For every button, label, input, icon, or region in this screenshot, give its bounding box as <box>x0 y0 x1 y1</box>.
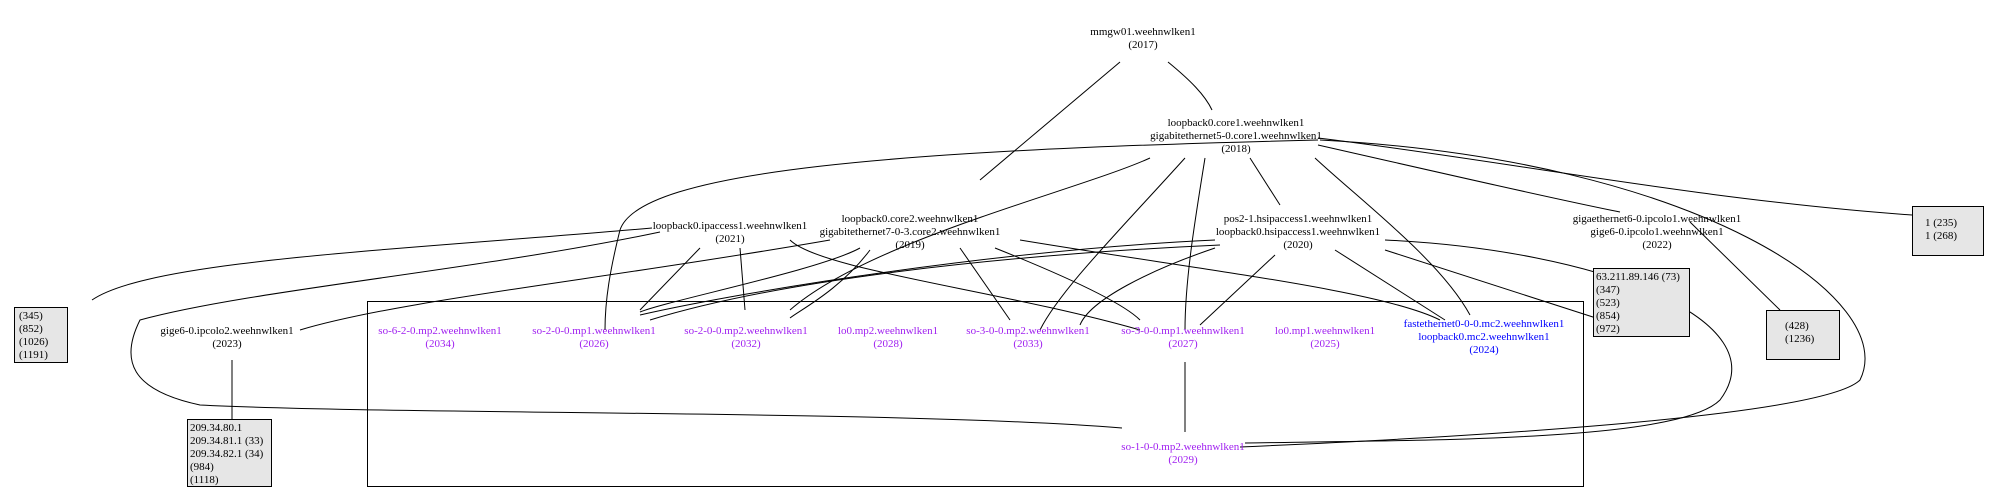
edge <box>639 247 861 313</box>
node-ipaccess1[interactable]: loopback0.ipaccess1.weehnwlken1 (2021) <box>652 220 808 245</box>
edge <box>789 249 871 319</box>
node-core2[interactable]: loopback0.core2.weehnwlken1 gigabitether… <box>819 213 1001 251</box>
edge <box>1184 157 1206 331</box>
edge <box>979 61 1121 181</box>
edge <box>1317 137 1913 216</box>
edge <box>789 239 1141 331</box>
edge <box>1167 61 1213 111</box>
node-so-2-0-0-mp1[interactable]: so-2-0-0.mp1.weehnwlken1 (2026) <box>532 325 656 350</box>
edge <box>649 244 1221 321</box>
edge <box>1239 139 1866 448</box>
node-ipcolo2[interactable]: gige6-0.ipcolo2.weehnwlken1 (2023) <box>160 325 294 350</box>
box-far-right-counts[interactable]: 1 (235) 1 (268) <box>1912 206 1984 256</box>
box-mid-right-counts[interactable]: 63.211.89.146 (73) (347) (523) (854) (97… <box>1593 268 1690 337</box>
node-lo0-mp2[interactable]: lo0.mp2.weehnwlken1 (2028) <box>837 325 939 350</box>
edge <box>1384 249 1597 319</box>
node-mmgw01[interactable]: mmgw01.weehnwlken1 (2017) <box>1090 26 1196 51</box>
node-so-2-0-0-mp2[interactable]: so-2-0-0.mp2.weehnwlken1 (2032) <box>684 325 808 350</box>
edge <box>639 239 1216 316</box>
box-right-counts[interactable]: (428) (1236) <box>1766 310 1840 360</box>
node-hsipaccess1[interactable]: pos2-1.hsipaccess1.weehnwlken1 loopback0… <box>1215 213 1381 251</box>
edge <box>1019 239 1441 321</box>
cluster-mp-group <box>367 301 1584 487</box>
edge <box>1689 221 1781 311</box>
edge <box>789 157 1151 311</box>
node-core1[interactable]: loopback0.core1.weehnwlken1 gigabitether… <box>1150 117 1322 155</box>
edge <box>1039 157 1186 331</box>
box-left-counts[interactable]: (345) (852) (1026) (1191) <box>14 307 68 363</box>
node-so-3-0-0-mp1[interactable]: so-3-0-0.mp1.weehnwlken1 (2027) <box>1121 325 1245 350</box>
edge <box>1244 239 1733 444</box>
node-so-1-0-0-mp2[interactable]: so-1-0-0.mp2.weehnwlken1 (2029) <box>1121 441 1245 466</box>
edge <box>91 227 653 301</box>
edge <box>1199 254 1276 326</box>
edge <box>1249 157 1281 206</box>
edge <box>1314 157 1471 316</box>
edge <box>299 239 831 331</box>
node-lo0-mp1[interactable]: lo0.mp1.weehnwlken1 (2025) <box>1274 325 1376 350</box>
edge <box>130 231 1123 429</box>
node-so-6-2-0-mp2[interactable]: so-6-2-0.mp2.weehnwlken1 (2034) <box>378 325 502 350</box>
edge <box>604 139 1319 331</box>
node-ipcolo1[interactable]: gigaethernet6-0.ipcolo1.weehnwlken1 gige… <box>1572 213 1742 251</box>
edge <box>739 247 746 311</box>
edge <box>1079 247 1216 326</box>
edge <box>639 247 701 311</box>
edge <box>1334 249 1446 321</box>
box-bottom-ips[interactable]: 209.34.80.1 209.34.81.1 (33) 209.34.82.1… <box>187 419 272 487</box>
edge <box>959 247 1011 321</box>
node-fe-mc2[interactable]: fastethernet0-0-0.mc2.weehnwlken1 loopba… <box>1403 318 1565 356</box>
node-so-3-0-0-mp2[interactable]: so-3-0-0.mp2.weehnwlken1 (2033) <box>966 325 1090 350</box>
edge <box>1317 144 1621 213</box>
